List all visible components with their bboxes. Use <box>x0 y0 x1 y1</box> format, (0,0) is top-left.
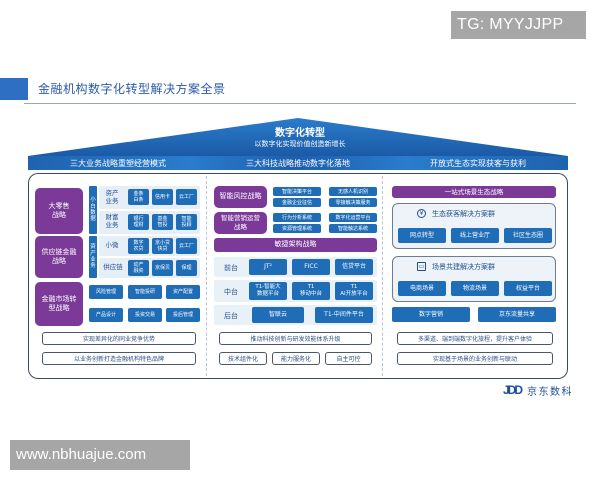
marketing-item: 数字化运营平台 <box>329 213 377 222</box>
risk-item: 无感人机识别 <box>329 187 377 196</box>
logo-text: 京东数科 <box>527 386 574 398</box>
group-title: 生态获客解决方案群 <box>432 210 495 218</box>
supply-item: 云工厂 <box>176 238 197 254</box>
retail-item: 智能 投顾 <box>176 214 197 230</box>
back-tier-item: T1-中间件平台 <box>315 307 373 323</box>
market-strategy: 金融市场转 型战略 <box>35 282 83 326</box>
scenario-item: 权益平台 <box>504 281 552 296</box>
jd-traffic-sharing: 京东流量共享 <box>478 307 556 322</box>
retail-row-label: 财富 业务 <box>105 213 119 229</box>
title-divider <box>24 103 576 104</box>
market-item: 投后管理 <box>166 308 200 322</box>
supply-row-label: 小微 <box>105 241 119 249</box>
right-outcome: 多渠道、端到端数字化旅程，提升客户体验 <box>397 332 553 345</box>
front-tier-item: JT² <box>249 259 287 275</box>
market-item: 风险管理 <box>89 285 123 299</box>
roof-subtitle: 以数字化实现价值创造新增长 <box>254 140 346 148</box>
supply-item: 京小贷 快贷 <box>152 238 173 254</box>
title-accent-bar <box>0 78 28 100</box>
front-tier-item: FICC <box>292 259 330 275</box>
retail-item: 基金 智投 <box>152 214 173 230</box>
divider-left <box>206 176 207 376</box>
roof-title: 数字化转型 <box>275 128 325 139</box>
band-right-label: 开放式生态实现获客与获利 <box>430 159 526 168</box>
retail-row-label: 资产 业务 <box>105 189 119 205</box>
divider-right <box>382 176 383 376</box>
jdd-logo-icon: JDD <box>503 383 523 397</box>
acquisition-item: 网点转型 <box>398 228 446 243</box>
risk-strategy: 智能风控战略 <box>214 186 267 208</box>
jd-digits-logo: JDD 京东数科 <box>503 383 574 398</box>
middle-outcome: 推动科技创新与研发效能体系升级 <box>219 332 372 345</box>
left-outcome: 以业务创新打造金融机构特色品牌 <box>42 352 196 365</box>
supply-item: 京保贝 <box>152 260 173 276</box>
watermark-top: TG: MYYJJPP <box>451 11 586 39</box>
digital-marketing: 数字营销 <box>392 307 470 322</box>
market-item: 投资交易 <box>128 308 162 322</box>
supply-row-label: 供应链 <box>103 263 123 271</box>
retail-item: 云工厂 <box>176 189 197 205</box>
retail-item: 金条 白条 <box>128 189 149 205</box>
supply-item: 动产 融资 <box>128 260 149 276</box>
yen-circle-icon: ¥ <box>417 209 426 218</box>
retail-item: 信用卡 <box>152 189 173 205</box>
roof-shape <box>28 118 568 156</box>
agile-architecture-strategy: 敏捷架构战略 <box>214 238 377 252</box>
group-title: 场景共建解决方案群 <box>432 263 495 271</box>
marketing-strategy: 智能营销运营 战略 <box>214 212 267 234</box>
right-outcome: 实现基于场景的业务创新与联动 <box>397 352 553 365</box>
marketing-item: 行为分析系统 <box>273 213 321 222</box>
back-tier-item: 智联云 <box>252 307 304 323</box>
strategy-band: 三大业务战略重塑经营模式 三大科技战略推动数字化落地 开放式生态实现获客与获利 <box>28 156 568 170</box>
middle-tier-item: T1-智能大 数据平台 <box>249 282 287 300</box>
middle-outcome: 能力服务化 <box>272 352 320 365</box>
tier-label-back: 后台 <box>224 312 238 320</box>
middle-tier-item: T1 AI开放平台 <box>335 282 373 300</box>
one-stop-ecosystem-strategy: 一站式场景生态战略 <box>392 186 556 198</box>
acquisition-item: 社区生态圈 <box>504 228 552 243</box>
watermark-bottom: www.nbhuajue.com <box>10 440 190 470</box>
supply-tag: 资 产 业 务 <box>89 236 97 278</box>
scenario-item: 物流场景 <box>451 281 499 296</box>
scenario-item: 电商场景 <box>398 281 446 296</box>
supply-chain-strategy: 供应链金融 战略 <box>35 236 83 278</box>
market-item: 智能投研 <box>128 285 162 299</box>
band-middle-label: 三大科技战略推动数字化落地 <box>246 159 350 168</box>
market-item: 资产配置 <box>166 285 200 299</box>
retail-item: 银行 理财 <box>128 214 149 230</box>
risk-item: 智能决策平台 <box>273 187 321 196</box>
supply-item: 数字 农贷 <box>128 238 149 254</box>
risk-item: 金融企业征信 <box>273 198 321 207</box>
front-tier-item: 信贷平台 <box>335 259 373 275</box>
left-outcome: 实现差异化的同业竞争优势 <box>42 332 196 345</box>
middle-outcome: 技术组件化 <box>219 352 267 365</box>
risk-item: 零接触决策服务 <box>329 198 377 207</box>
supply-item: 保理 <box>176 260 197 276</box>
retail-strategy: 大零售 战略 <box>35 188 83 234</box>
tier-label-middle: 中台 <box>224 288 238 296</box>
acquisition-item: 线上营业厅 <box>451 228 499 243</box>
marketing-item: 智能触达系统 <box>329 224 377 233</box>
band-left-label: 三大业务战略重塑经营模式 <box>70 159 166 168</box>
page-title: 金融机构数字化转型解决方案全景 <box>38 82 226 96</box>
middle-tier-item: T1 移动中台 <box>292 282 330 300</box>
middle-outcome: 自主可控 <box>325 352 372 365</box>
retail-tag: 小 白 数 据 <box>89 186 97 234</box>
market-item: 产品设计 <box>89 308 123 322</box>
monitor-icon: ▭ <box>417 262 426 271</box>
marketing-item: 资源管理系统 <box>273 224 321 233</box>
tier-label-front: 前台 <box>224 264 238 272</box>
